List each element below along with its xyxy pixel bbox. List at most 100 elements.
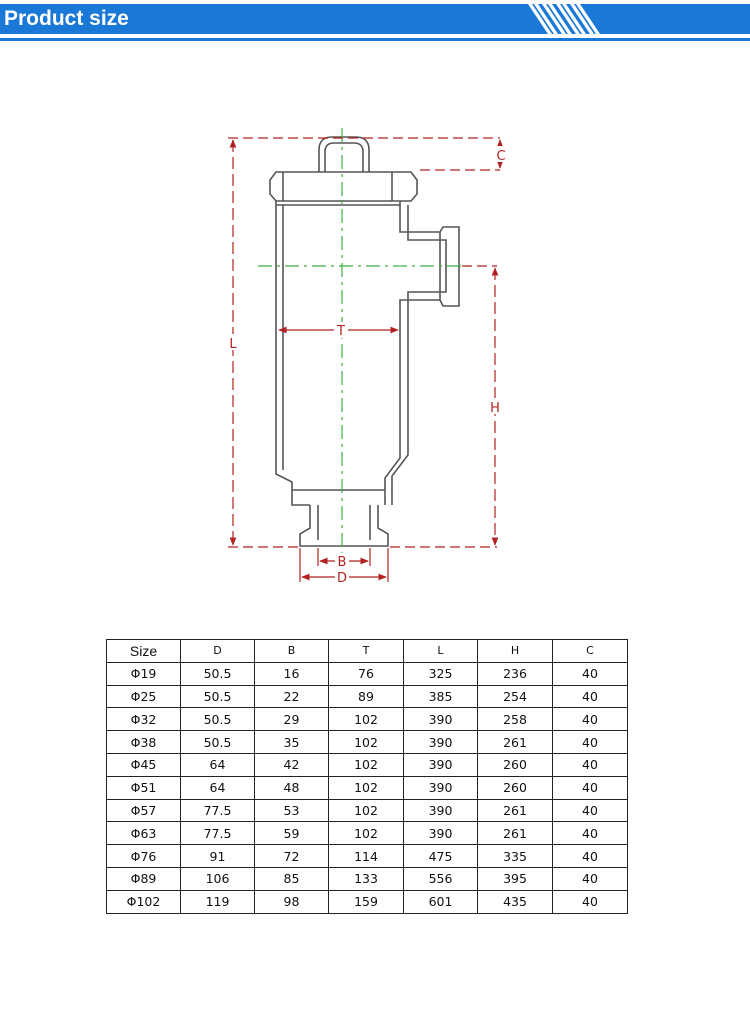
table-cell: 40 (552, 752, 628, 777)
table-cell: 260 (477, 752, 553, 777)
table-cell: 77.5 (180, 798, 255, 823)
table-cell: 72 (254, 844, 329, 868)
filter-technical-drawing: C L T H B D (226, 128, 506, 586)
table-row: Φ32 50.5 29 102 390 258 40 (106, 707, 628, 732)
dimension-label-d: D (337, 571, 347, 586)
size-table: Size D B T L H C Φ19 50.5 16 76 325 236 … (106, 639, 628, 914)
housing-body (275, 205, 310, 506)
dimension-label-t: T (336, 324, 345, 339)
table-row: Φ38 50.5 35 102 390 261 40 (106, 730, 628, 754)
dimension-label-l: L (229, 337, 237, 352)
table-row: Φ89 106 85 133 556 395 40 (106, 866, 628, 891)
table-cell: 395 (477, 866, 553, 891)
table-cell: 390 (403, 752, 478, 777)
table-cell: Φ32 (106, 707, 181, 732)
table-cell: 325 (403, 661, 478, 686)
table-cell: Φ45 (106, 752, 181, 777)
column-header-c: C (552, 639, 628, 663)
table-cell: 50.5 (180, 684, 255, 709)
table-cell: 16 (254, 661, 329, 686)
table-cell: 390 (403, 707, 478, 732)
table-row: Φ76 91 72 114 475 335 40 (106, 844, 628, 868)
column-header-b: B (254, 639, 329, 663)
table-row: Φ45 64 42 102 390 260 40 (106, 752, 628, 777)
table-cell: 258 (477, 707, 553, 732)
table-cell: 40 (552, 889, 628, 914)
table-cell: 261 (477, 798, 553, 823)
table-cell: 59 (254, 821, 329, 846)
table-cell: 390 (403, 730, 478, 754)
table-cell: 48 (254, 775, 329, 800)
table-cell: 106 (180, 866, 255, 891)
table-cell: 35 (254, 730, 329, 754)
header-stripes-decoration (528, 4, 600, 34)
hex-lid (269, 171, 418, 202)
header-underline (0, 38, 750, 41)
table-cell: 260 (477, 775, 553, 800)
table-cell: 114 (328, 844, 404, 868)
header-bar (0, 4, 750, 34)
dimension-label-h: H (490, 401, 500, 416)
column-header-d: D (180, 639, 255, 663)
table-row: Φ63 77.5 59 102 390 261 40 (106, 821, 628, 846)
table-cell: 261 (477, 821, 553, 846)
table-cell: 236 (477, 661, 553, 686)
table-cell: 335 (477, 844, 553, 868)
table-cell: 29 (254, 707, 329, 732)
table-cell: Φ63 (106, 821, 181, 846)
table-cell: 22 (254, 684, 329, 709)
table-cell: 475 (403, 844, 478, 868)
dimension-label-c: C (496, 149, 505, 164)
table-cell: 40 (552, 684, 628, 709)
bottom-ferrule (299, 505, 389, 547)
column-header-size: Size (106, 639, 181, 663)
table-cell: Φ89 (106, 866, 181, 891)
table-cell: 42 (254, 752, 329, 777)
table-cell: 64 (180, 752, 255, 777)
filter-outline (269, 136, 460, 547)
table-cell: 390 (403, 821, 478, 846)
table-cell: 435 (477, 889, 553, 914)
table-cell: 40 (552, 798, 628, 823)
table-cell: Φ76 (106, 844, 181, 868)
table-cell: 40 (552, 775, 628, 800)
table-cell: 91 (180, 844, 255, 868)
table-cell: 102 (328, 730, 404, 754)
table-cell: 102 (328, 752, 404, 777)
table-cell: Φ102 (106, 889, 181, 914)
table-cell: 102 (328, 775, 404, 800)
table-cell: 261 (477, 730, 553, 754)
table-row: Φ57 77.5 53 102 390 261 40 (106, 798, 628, 823)
header-title: Product size (4, 7, 129, 30)
table-cell: 119 (180, 889, 255, 914)
table-cell: 102 (328, 707, 404, 732)
column-header-h: H (477, 639, 553, 663)
table-cell: Φ38 (106, 730, 181, 754)
table-cell: 40 (552, 730, 628, 754)
table-cell: 50.5 (180, 661, 255, 686)
table-cell: 102 (328, 821, 404, 846)
column-header-t: T (328, 639, 404, 663)
table-row: Φ19 50.5 16 76 325 236 40 (106, 661, 628, 686)
table-cell: Φ51 (106, 775, 181, 800)
table-cell: Φ57 (106, 798, 181, 823)
table-header-row: Size D B T L H C (106, 639, 628, 663)
table-cell: 102 (328, 798, 404, 823)
table-cell: 50.5 (180, 707, 255, 732)
table-cell: 50.5 (180, 730, 255, 754)
table-cell: 254 (477, 684, 553, 709)
table-cell: 390 (403, 798, 478, 823)
table-cell: 40 (552, 844, 628, 868)
column-header-l: L (403, 639, 478, 663)
table-cell: Φ19 (106, 661, 181, 686)
table-cell: 133 (328, 866, 404, 891)
table-cell: 159 (328, 889, 404, 914)
table-cell: 556 (403, 866, 478, 891)
dimension-label-b: B (338, 555, 347, 570)
table-row: Φ102 119 98 159 601 435 40 (106, 889, 628, 914)
table-cell: 53 (254, 798, 329, 823)
centerlines (258, 128, 468, 555)
section-header: Product size (0, 0, 750, 44)
table-cell: Φ25 (106, 684, 181, 709)
table-cell: 385 (403, 684, 478, 709)
